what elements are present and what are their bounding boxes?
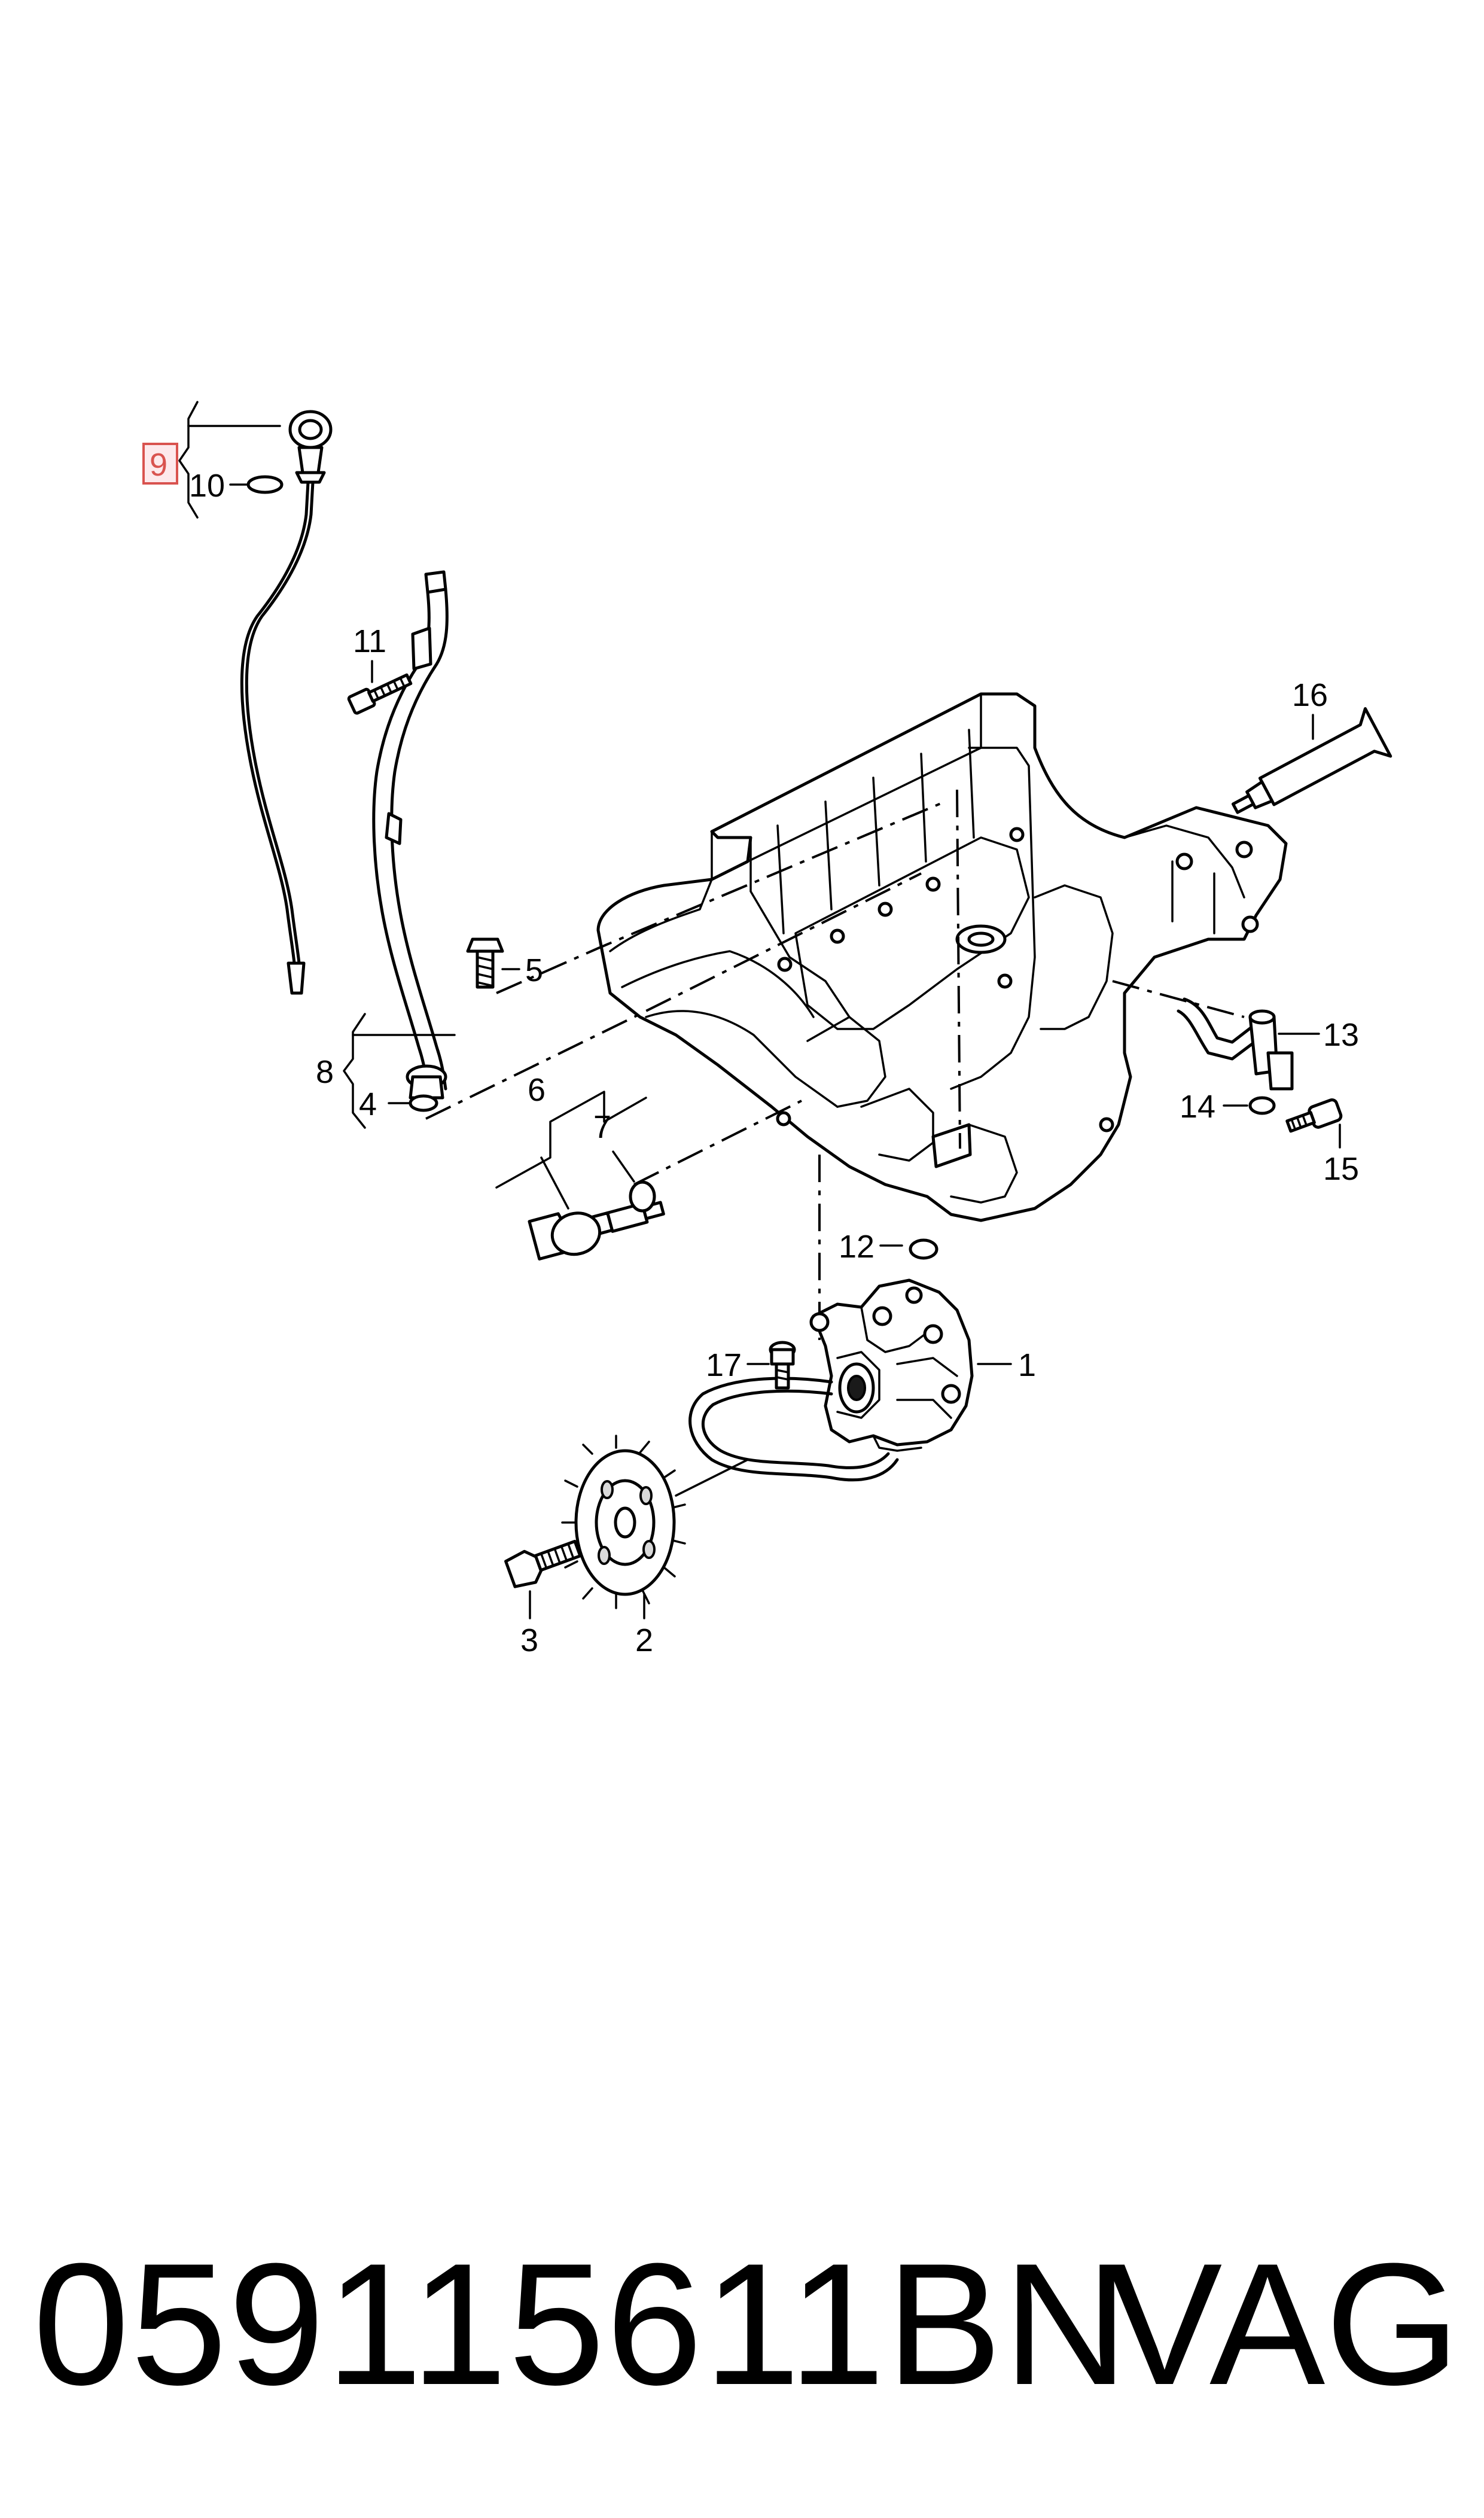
sealant-tube-16 <box>1231 707 1392 814</box>
bracket-8 <box>343 1013 366 1129</box>
assembly-line-c <box>633 1100 802 1186</box>
callout-9[interactable]: 9 <box>150 447 167 483</box>
drive-chain <box>688 1377 899 1482</box>
chain-to-sprocket <box>675 1459 749 1497</box>
leader-6 <box>540 1156 569 1210</box>
dipstick <box>240 410 333 995</box>
dipstick-guide-tube <box>372 570 449 1100</box>
bolt-3 <box>504 1539 582 1588</box>
callout-5[interactable]: 5 <box>525 952 543 988</box>
callout-11[interactable]: 11 <box>353 623 386 659</box>
seal-ring-12 <box>909 1238 938 1260</box>
bolt-17 <box>769 1341 796 1390</box>
bracket-9 <box>178 401 199 519</box>
part-number: 059115611BN <box>33 2227 1130 2421</box>
callout-9-highlight <box>142 443 178 485</box>
seal-ring-10 <box>246 475 284 494</box>
brand-name: VAG <box>1107 2227 1460 2421</box>
callout-13[interactable]: 13 <box>1323 1017 1359 1053</box>
seal-ring-4 <box>409 1094 438 1112</box>
bracket-6 <box>495 1091 647 1189</box>
callout-2[interactable]: 2 <box>635 1622 653 1658</box>
callout-14[interactable]: 14 <box>1180 1089 1215 1125</box>
assembly-line-f <box>1112 980 1245 1018</box>
callout-7[interactable]: 7 <box>593 1109 611 1145</box>
callout-1[interactable]: 1 <box>1018 1347 1036 1383</box>
callout-15[interactable]: 15 <box>1323 1151 1359 1187</box>
seal-ring-7 <box>629 1180 656 1213</box>
bolt-11 <box>347 673 413 715</box>
callout-6[interactable]: 6 <box>528 1072 546 1108</box>
leader-7 <box>612 1150 635 1183</box>
callout-12[interactable]: 12 <box>839 1229 874 1265</box>
assembly-line-e <box>956 789 961 1149</box>
footer: 059115611BN VAG <box>0 2225 1484 2423</box>
callout-10[interactable]: 10 <box>189 468 225 504</box>
assembly-line-b <box>496 800 946 994</box>
drive-chain-inner <box>702 1389 890 1469</box>
sprocket-2 <box>561 1435 686 1609</box>
callout-8[interactable]: 8 <box>316 1054 334 1090</box>
callout-3[interactable]: 3 <box>520 1622 538 1658</box>
callout-17[interactable]: 17 <box>706 1347 742 1383</box>
oil-pipe-13 <box>1177 997 1294 1091</box>
callout-4[interactable]: 4 <box>359 1086 377 1122</box>
sensor-6 <box>528 1201 665 1261</box>
callout-16[interactable]: 16 <box>1292 677 1328 713</box>
bolt-5 <box>466 937 504 989</box>
oil-pump-1 <box>809 1278 974 1452</box>
oil-sump-housing <box>596 692 1288 1222</box>
assembly-line-a <box>425 872 922 1120</box>
seal-ring-14 <box>1248 1096 1276 1115</box>
bolt-15 <box>1285 1098 1343 1133</box>
